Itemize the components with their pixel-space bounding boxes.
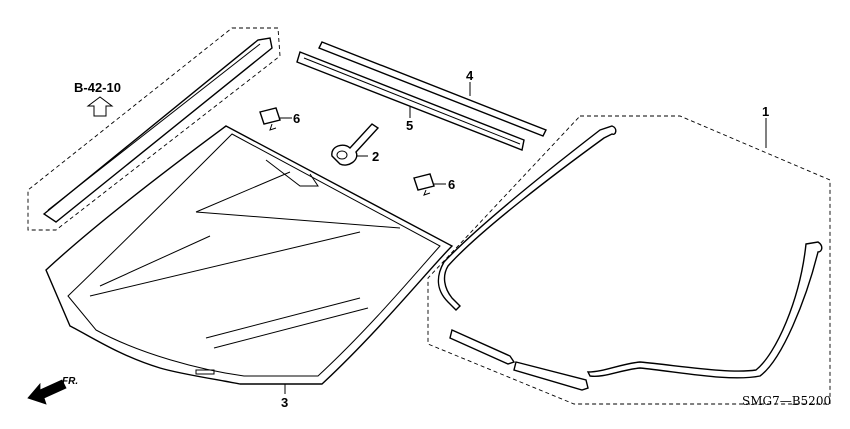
callout-1: 1 (762, 104, 769, 119)
molding-kit-frame (427, 115, 831, 405)
windshield-molding-lower-right (513, 361, 589, 391)
clip-lower (413, 173, 435, 196)
drawing-code: SMG7—B5200 (742, 394, 831, 408)
windshield-molding-lower-left (449, 329, 516, 365)
windshield-glass (45, 125, 454, 385)
callout-6: 6 (293, 111, 300, 126)
callout-4: 4 (466, 68, 474, 83)
callout-5: 5 (406, 118, 413, 133)
windshield-molding-top (437, 125, 617, 311)
windshield-molding-side (586, 241, 823, 379)
up-arrow-outline-icon (86, 96, 114, 117)
front-label: FR. (62, 376, 78, 387)
mirror-bracket (331, 123, 380, 166)
clip-upper (259, 107, 281, 131)
callout-6b: 6 (448, 177, 455, 192)
upper-molding-5 (296, 51, 525, 151)
front-direction-arrow-icon (27, 379, 67, 405)
upper-molding-4 (318, 41, 547, 137)
callout-3: 3 (281, 395, 288, 410)
reference-label: B-42-10 (74, 80, 121, 95)
roof-side-molding (42, 37, 273, 223)
molding-group-frame (27, 27, 281, 231)
callout-2: 2 (372, 149, 379, 164)
